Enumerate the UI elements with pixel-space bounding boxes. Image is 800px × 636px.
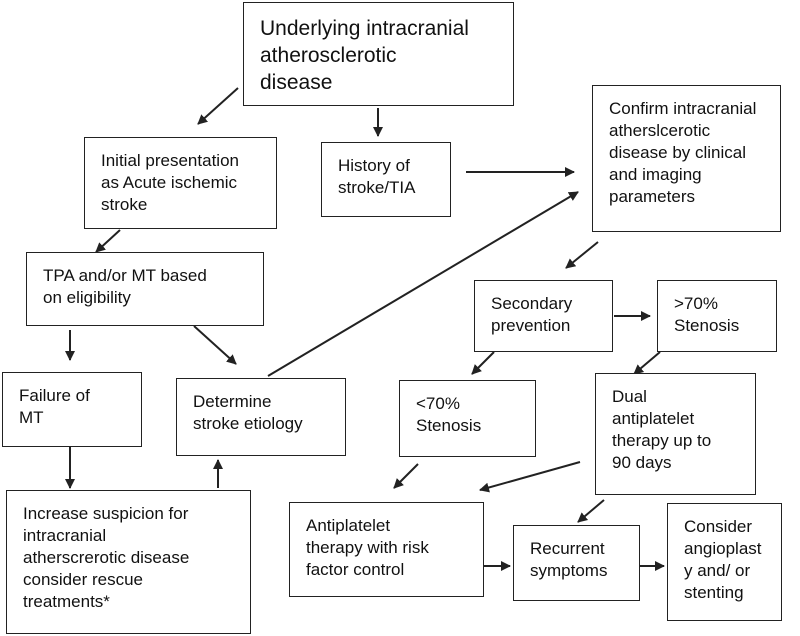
arrow-confirm-to-secondary	[565, 241, 599, 269]
node-failure-mt: Failure of MT	[2, 372, 142, 447]
node-initial-presentation: Initial presentation as Acute ischemic s…	[84, 137, 277, 229]
arrow-etiology-to-confirm	[267, 191, 579, 377]
node-dual-antiplatelet: Dual antiplatelet therapy up to 90 days	[595, 373, 756, 495]
node-underlying-disease: Underlying intracranial atherosclerotic …	[243, 2, 514, 106]
arrow-secondary-to-lt70	[471, 351, 495, 375]
arrow-lt70-to-antiplatelet	[393, 463, 419, 489]
node-consider-angioplasty: Consider angioplast y and/ or stenting	[667, 503, 782, 621]
node-confirm-disease: Confirm intracranial atherslcerotic dise…	[592, 85, 781, 232]
node-determine-etiology: Determine stroke etiology	[176, 378, 346, 456]
node-gt70-stenosis: >70% Stenosis	[657, 280, 777, 352]
node-antiplatelet-risk-control: Antiplatelet therapy with risk factor co…	[289, 502, 484, 597]
arrow-dual-to-recurrent	[577, 499, 605, 523]
arrow-underlying-to-initial	[197, 87, 239, 125]
node-secondary-prevention: Secondary prevention	[474, 280, 613, 352]
arrow-tpa-to-etiology	[193, 325, 237, 365]
arrow-dual-to-antiplatelet	[479, 461, 581, 493]
node-history-stroke-tia: History of stroke/TIA	[321, 142, 451, 217]
arrow-gt70-to-dual	[633, 351, 661, 375]
arrow-initial-to-tpa	[95, 229, 121, 253]
node-recurrent-symptoms: Recurrent symptoms	[513, 525, 640, 601]
node-tpa-mt: TPA and/or MT based on eligibility	[26, 252, 264, 326]
node-increase-suspicion: Increase suspicion for intracranial athe…	[6, 490, 251, 634]
node-lt70-stenosis: <70% Stenosis	[399, 380, 536, 457]
